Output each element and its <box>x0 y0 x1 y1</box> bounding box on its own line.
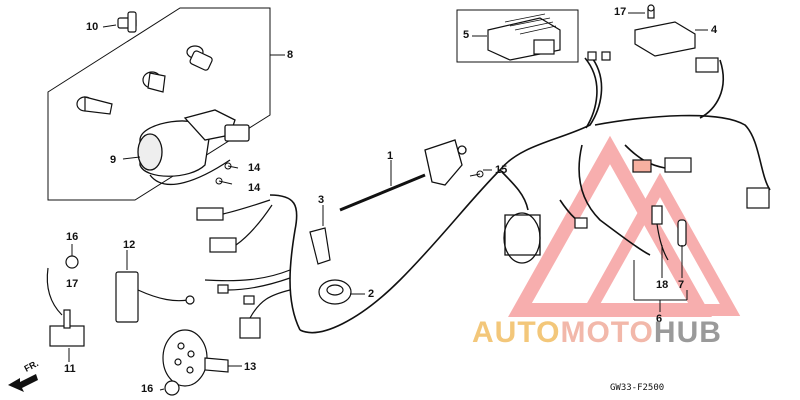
callout-1: 1 <box>387 150 394 162</box>
callout-14-upper: 14 <box>248 162 261 174</box>
horn-part-13 <box>162 329 229 387</box>
lock-cylinders <box>76 45 213 115</box>
callout-15: 15 <box>495 164 508 176</box>
grommet-part-2 <box>318 279 352 305</box>
left-branch-wires <box>204 199 291 319</box>
watermark-part-2: MOTO <box>560 316 654 349</box>
callout-17-upper: 17 <box>614 6 627 18</box>
callout-6: 6 <box>656 313 663 325</box>
callout-16-lower: 16 <box>141 383 154 395</box>
callout-9: 9 <box>110 154 117 166</box>
callout-10: 10 <box>86 21 99 33</box>
callout-3: 3 <box>318 194 325 206</box>
spark-plug-cap-part-3 <box>309 227 331 265</box>
watermark-part-3: HUB <box>653 316 722 349</box>
winker-relay-part-12 <box>115 271 195 323</box>
watermark-part-1: AUTO <box>472 316 561 349</box>
ignition-switch-part-9 <box>137 109 250 186</box>
key-part-10 <box>117 11 137 33</box>
callout-13: 13 <box>244 361 257 373</box>
callout-7: 7 <box>678 279 685 291</box>
condenser <box>503 212 541 264</box>
part-group-5-box <box>456 9 579 63</box>
callout-2: 2 <box>368 288 375 300</box>
callout-16-upper: 16 <box>66 231 79 243</box>
callout-5: 5 <box>463 29 470 41</box>
watermark-text: AUTOMOTOHUB <box>472 316 722 350</box>
nut-part-16 <box>65 255 180 396</box>
part-group-8-box <box>47 7 271 201</box>
callout-11: 11 <box>64 363 76 375</box>
screws-part-14 <box>215 162 239 185</box>
callout-17-lower: 17 <box>66 278 79 290</box>
regulator-part-5 <box>487 13 561 61</box>
screw-part-15 <box>469 170 484 178</box>
callout-8: 8 <box>287 49 294 61</box>
bracket-part-11 <box>46 267 85 347</box>
diagram-code: GW33-F2500 <box>610 383 665 393</box>
ignition-coil-part-1 <box>339 139 467 212</box>
callout-12: 12 <box>123 239 136 251</box>
callout-14-lower: 14 <box>248 182 261 194</box>
watermark-triangle <box>508 135 741 317</box>
callout-4: 4 <box>711 24 718 36</box>
relay-part-4 <box>634 4 696 57</box>
main-wire-harness <box>269 54 771 334</box>
front-direction-arrow <box>8 374 38 392</box>
connectors <box>196 51 770 339</box>
callout-18: 18 <box>656 279 669 291</box>
